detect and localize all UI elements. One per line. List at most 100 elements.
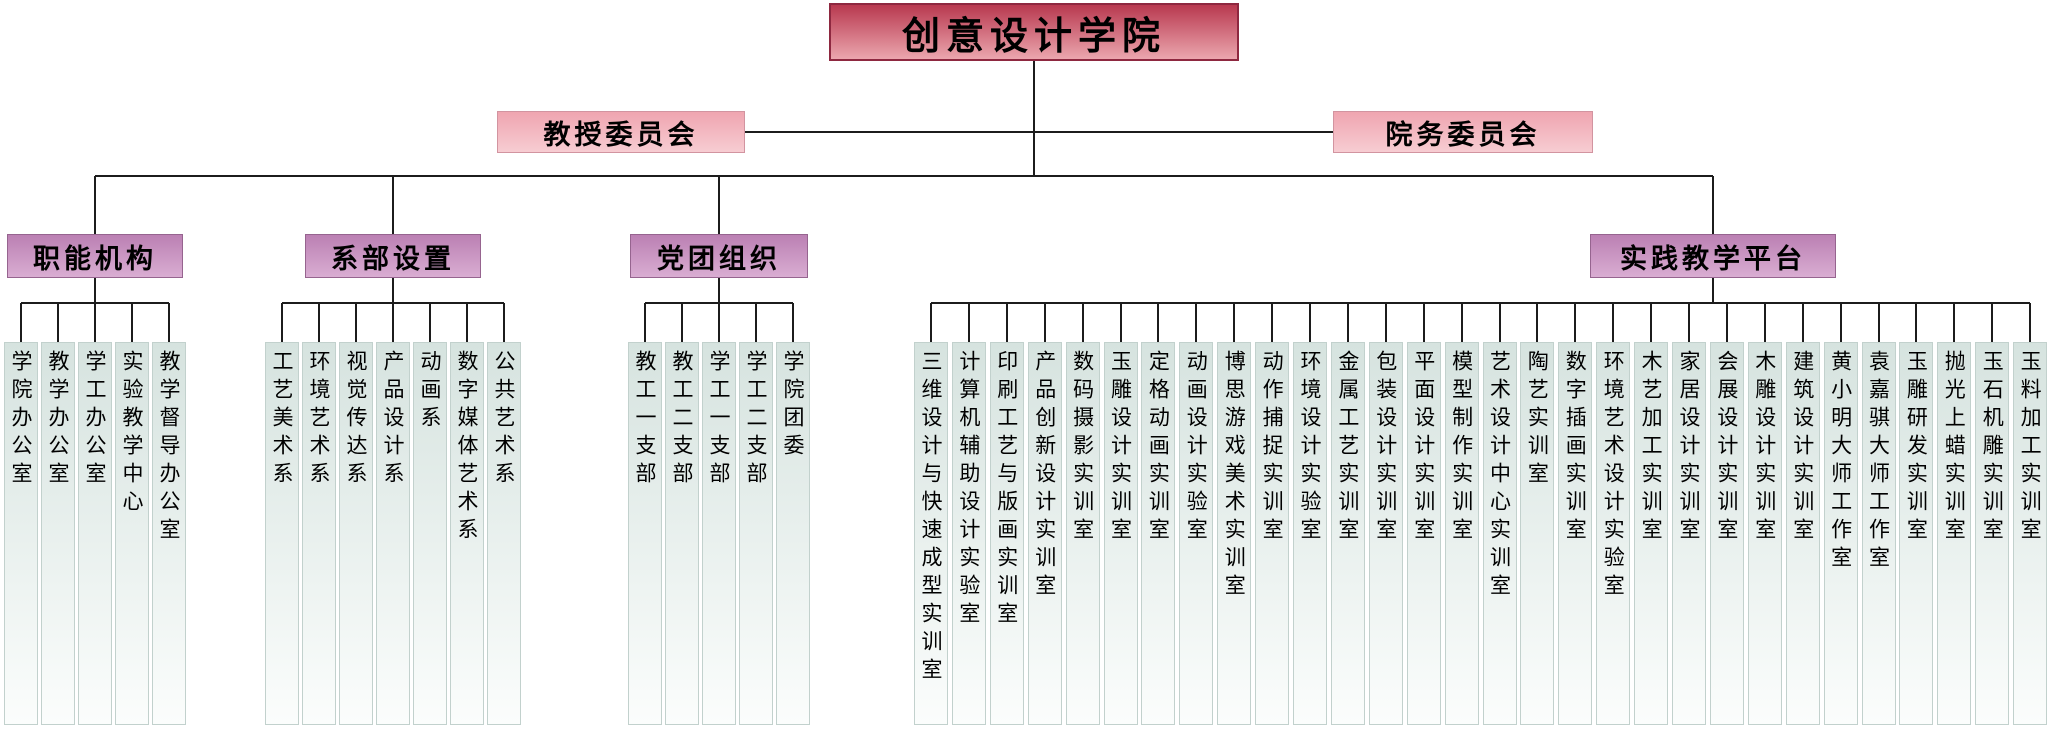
connector-line bbox=[930, 303, 932, 342]
leaf-label: 教学办公室 bbox=[46, 350, 70, 490]
leaf-label: 定格动画实训室 bbox=[1146, 350, 1171, 546]
leaf-label: 袁嘉骐大师工作室 bbox=[1866, 350, 1891, 574]
connector-line bbox=[429, 303, 431, 342]
leaf-node: 玉石机雕实训室 bbox=[1975, 342, 2010, 725]
category-node: 职能机构 bbox=[7, 234, 183, 278]
leaf-node: 定格动画实训室 bbox=[1141, 342, 1176, 725]
leaf-label: 会展设计实训室 bbox=[1714, 350, 1739, 546]
connector-line bbox=[1498, 303, 1501, 342]
leaf-label: 艺术设计中心实训室 bbox=[1487, 350, 1512, 602]
leaf-label: 玉料加工实训室 bbox=[2018, 350, 2043, 546]
connector-line bbox=[1712, 176, 1714, 234]
leaf-label: 工艺美术系 bbox=[270, 350, 294, 490]
connector-line bbox=[1233, 303, 1236, 342]
leaf-label: 金属工艺实训室 bbox=[1335, 350, 1360, 546]
leaf-label: 学院团委 bbox=[781, 350, 805, 462]
leaf-node: 金属工艺实训室 bbox=[1330, 342, 1365, 725]
connector-line bbox=[1612, 303, 1615, 342]
leaf-label: 实验教学中心 bbox=[120, 350, 144, 518]
connector-line bbox=[1650, 303, 1653, 342]
connector-line bbox=[1725, 303, 1728, 342]
leaf-node: 教学督导办公室 bbox=[152, 342, 186, 725]
connector-line bbox=[718, 278, 720, 304]
connector-line bbox=[718, 176, 720, 234]
leaf-node: 印刷工艺与版画实训室 bbox=[989, 342, 1024, 725]
leaf-node: 三维设计与快速成型实训室 bbox=[914, 342, 948, 725]
connector-line bbox=[1157, 303, 1160, 342]
connector-line bbox=[503, 303, 505, 342]
leaf-node: 艺术设计中心实训室 bbox=[1482, 342, 1517, 725]
category-node: 实践教学平台 bbox=[1590, 234, 1836, 278]
connector-line bbox=[355, 303, 357, 342]
leaf-node: 学工一支部 bbox=[702, 342, 736, 725]
connector-line bbox=[20, 303, 22, 342]
leaf-node: 动作捕捉实训室 bbox=[1255, 342, 1290, 725]
leaf-label: 博思游戏美术实训室 bbox=[1222, 350, 1247, 602]
leaf-label: 学工二支部 bbox=[744, 350, 768, 490]
leaf-node: 视觉传达系 bbox=[339, 342, 373, 725]
connector-line bbox=[755, 303, 757, 342]
leaf-node: 学工二支部 bbox=[739, 342, 773, 725]
connector-line bbox=[1536, 303, 1539, 342]
connector-line bbox=[2029, 303, 2032, 342]
connector-line bbox=[1688, 303, 1690, 342]
leaf-label: 木雕设计实训室 bbox=[1752, 350, 1777, 546]
leaf-label: 计算机辅助设计实验室 bbox=[956, 350, 981, 630]
category-node: 党团组织 bbox=[630, 234, 808, 278]
leaf-label: 建筑设计实训室 bbox=[1790, 350, 1815, 546]
connector-line bbox=[1915, 303, 1918, 342]
connector-line bbox=[1712, 278, 1714, 304]
root-node: 创意设计学院 bbox=[829, 3, 1239, 61]
leaf-label: 环境艺术设计实验室 bbox=[1601, 350, 1626, 602]
connector-line bbox=[1043, 303, 1046, 342]
connector-line bbox=[681, 303, 683, 342]
connector-line bbox=[1991, 303, 1994, 342]
connector-line bbox=[1346, 303, 1349, 342]
connector-line bbox=[392, 176, 394, 234]
leaf-label: 模型制作实训室 bbox=[1449, 350, 1474, 546]
connector-line bbox=[94, 278, 96, 304]
connector-line bbox=[1195, 303, 1198, 342]
category-node: 系部设置 bbox=[305, 234, 481, 278]
leaf-node: 黄小明大师工作室 bbox=[1823, 342, 1858, 725]
leaf-node: 动画系 bbox=[413, 342, 447, 725]
connector-line bbox=[466, 303, 468, 342]
leaf-label: 数码摄影实训室 bbox=[1070, 350, 1095, 546]
leaf-label: 学院办公室 bbox=[9, 350, 33, 490]
leaf-label: 学工一支部 bbox=[707, 350, 731, 490]
leaf-node: 环境设计实验室 bbox=[1293, 342, 1327, 725]
connector-line bbox=[131, 303, 133, 342]
leaf-label: 环境艺术系 bbox=[307, 350, 331, 490]
committee-node: 院务委员会 bbox=[1333, 111, 1593, 153]
connector-line bbox=[281, 303, 283, 342]
leaf-node: 产品设计系 bbox=[376, 342, 410, 725]
leaf-node: 数码摄影实训室 bbox=[1065, 342, 1100, 725]
leaf-label: 陶艺实训室 bbox=[1525, 350, 1550, 490]
leaf-node: 模型制作实训室 bbox=[1444, 342, 1479, 725]
leaf-label: 学工办公室 bbox=[83, 350, 107, 490]
connector-line bbox=[94, 176, 96, 234]
leaf-node: 木艺加工实训室 bbox=[1634, 342, 1669, 725]
leaf-node: 学院办公室 bbox=[4, 342, 38, 725]
leaf-label: 动画设计实验室 bbox=[1184, 350, 1209, 546]
leaf-label: 数字媒体艺术系 bbox=[455, 350, 479, 546]
connector-line bbox=[1460, 303, 1463, 342]
leaf-label: 玉雕设计实训室 bbox=[1108, 350, 1133, 546]
leaf-node: 木雕设计实训室 bbox=[1747, 342, 1782, 725]
connector-line bbox=[931, 302, 2031, 304]
leaf-label: 视觉传达系 bbox=[344, 350, 368, 490]
leaf-node: 计算机辅助设计实验室 bbox=[951, 342, 986, 725]
leaf-label: 产品设计系 bbox=[381, 350, 405, 490]
leaf-label: 印刷工艺与版画实训室 bbox=[994, 350, 1019, 630]
leaf-node: 家居设计实训室 bbox=[1672, 342, 1706, 725]
leaf-label: 抛光上蜡实训室 bbox=[1942, 350, 1967, 546]
leaf-label: 木艺加工实训室 bbox=[1639, 350, 1664, 546]
connector-line bbox=[95, 175, 1713, 177]
leaf-node: 工艺美术系 bbox=[265, 342, 299, 725]
connector-line bbox=[1033, 61, 1035, 177]
leaf-node: 动画设计实验室 bbox=[1179, 342, 1214, 725]
leaf-label: 教工二支部 bbox=[670, 350, 694, 490]
leaf-label: 玉雕研发实训室 bbox=[1904, 350, 1929, 546]
leaf-node: 学工办公室 bbox=[78, 342, 112, 725]
